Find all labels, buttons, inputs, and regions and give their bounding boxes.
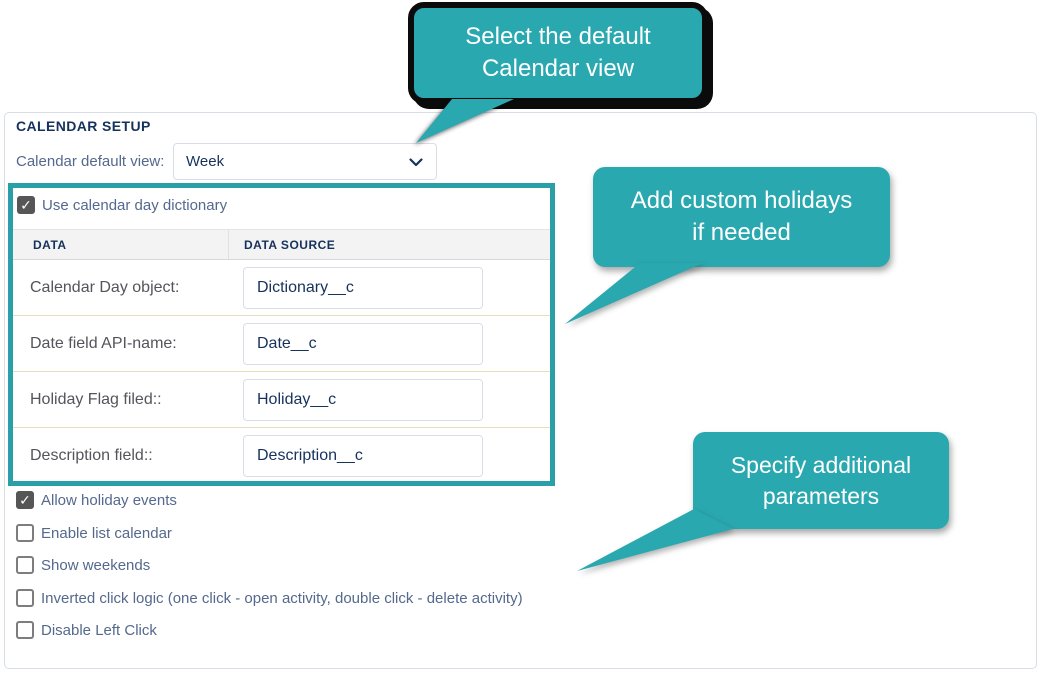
column-header-data: DATA <box>33 237 67 252</box>
calendar-default-view-label: Calendar default view: <box>16 153 165 170</box>
callout-text-line: Specify additional <box>730 452 912 479</box>
table-row: Calendar Day object: <box>13 260 550 316</box>
holiday-flag-field-input[interactable] <box>243 379 483 421</box>
disable-left-click-checkbox[interactable]: ✓ <box>16 621 34 639</box>
row-label: Date field API-name: <box>30 334 177 352</box>
inverted-click-logic-checkbox[interactable]: ✓ <box>16 589 34 607</box>
callout-text-line: Select the default <box>465 23 651 51</box>
option-enable-list-calendar: ✓ Enable list calendar <box>16 522 172 544</box>
use-dictionary-checkbox[interactable]: ✓ <box>17 196 35 214</box>
option-label: Enable list calendar <box>41 524 172 542</box>
row-label: Calendar Day object: <box>30 278 180 296</box>
use-dictionary-label: Use calendar day dictionary <box>42 196 228 214</box>
date-field-api-name-input[interactable] <box>243 323 483 365</box>
option-allow-holiday-events: ✓ Allow holiday events <box>16 489 177 511</box>
check-icon: ✓ <box>20 197 32 213</box>
allow-holiday-events-checkbox[interactable]: ✓ <box>16 491 34 509</box>
option-label: Allow holiday events <box>41 491 177 509</box>
row-label: Holiday Flag filed:: <box>30 390 162 408</box>
option-inverted-click-logic: ✓ Inverted click logic (one click - open… <box>16 587 523 609</box>
option-label: Disable Left Click <box>41 621 157 639</box>
enable-list-calendar-checkbox[interactable]: ✓ <box>16 524 34 542</box>
option-label: Show weekends <box>41 556 151 574</box>
option-disable-left-click: ✓ Disable Left Click <box>16 619 157 641</box>
callout-text-line: if needed <box>692 219 791 246</box>
use-dictionary-row: ✓ Use calendar day dictionary <box>17 192 227 218</box>
callout-text-line: parameters <box>762 482 880 509</box>
callout-text-line: Calendar view <box>481 55 635 82</box>
description-field-input[interactable] <box>243 435 483 477</box>
column-header-data-source: DATA SOURCE <box>228 230 550 259</box>
option-show-weekends: ✓ Show weekends <box>16 554 150 576</box>
table-row: Holiday Flag filed:: <box>13 372 550 428</box>
callout-specify-additional-parameters: Specify additional parameters <box>693 432 949 529</box>
option-label: Inverted click logic (one click - open a… <box>41 589 523 607</box>
calendar-default-view-select[interactable]: Week <box>173 143 437 180</box>
table-row: Description field:: <box>13 428 550 484</box>
callout-select-default-view: Select the default Calendar view <box>408 2 708 104</box>
check-icon: ✓ <box>19 492 31 508</box>
table-row: Date field API-name: <box>13 316 550 372</box>
table-header: DATA DATA SOURCE <box>13 229 550 260</box>
chevron-down-icon <box>408 154 424 170</box>
show-weekends-checkbox[interactable]: ✓ <box>16 556 34 574</box>
row-label: Description field:: <box>30 447 153 464</box>
section-title: CALENDAR SETUP <box>16 118 151 134</box>
callout-text-line: Add custom holidays <box>630 187 853 215</box>
calendar-day-object-input[interactable] <box>243 267 483 309</box>
selected-view-value: Week <box>186 153 225 170</box>
callout-add-custom-holidays: Add custom holidays if needed <box>593 167 890 267</box>
